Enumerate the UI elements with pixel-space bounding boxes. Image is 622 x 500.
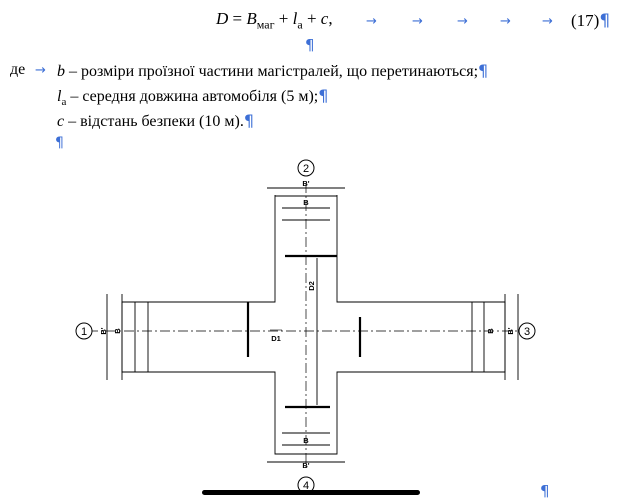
dim-b-prime: B' bbox=[506, 327, 515, 334]
dim-b-prime: B' bbox=[302, 461, 309, 470]
formula-comma: , bbox=[328, 9, 333, 28]
home-indicator[interactable] bbox=[202, 490, 420, 495]
pilcrow-mark: ¶ bbox=[599, 11, 611, 31]
arm-number: 4 bbox=[303, 480, 309, 490]
arm-number: 2 bbox=[303, 163, 309, 175]
formula: D = Bмаг + lа + c, bbox=[216, 9, 333, 32]
formula-b-sub: маг bbox=[256, 17, 275, 32]
definition-text: – середня довжина автомобіля (5 м); bbox=[66, 88, 319, 105]
dim-d2: D2 bbox=[307, 281, 316, 291]
arm-number: 3 bbox=[524, 326, 530, 338]
arm-number: 1 bbox=[81, 326, 87, 338]
tab-arrow: → bbox=[542, 14, 553, 29]
tab-arrow: → bbox=[35, 63, 46, 78]
pilcrow-mark: ¶ bbox=[55, 135, 64, 151]
formula-plus: + bbox=[302, 9, 321, 28]
dim-b-prime: B' bbox=[99, 327, 108, 334]
pilcrow-mark: ¶ bbox=[243, 111, 255, 130]
formula-plus: + bbox=[274, 9, 293, 28]
dim-b-prime: B' bbox=[302, 179, 309, 188]
intersection-outline bbox=[121, 195, 506, 455]
definition-item: b – розміри проїзної частини магістралей… bbox=[57, 61, 488, 81]
arm-number-circle bbox=[75, 322, 93, 340]
dim-d1: D1 bbox=[271, 334, 281, 343]
formula-c: c bbox=[320, 9, 329, 28]
dim-b: B bbox=[303, 198, 309, 207]
intersection-drawing: 1 2 3 4 B' B B B' B' B B B' D1 D2 bbox=[75, 159, 536, 490]
equation-number: (17)¶ bbox=[571, 11, 611, 31]
dim-b: B bbox=[303, 436, 309, 445]
definition-symbol: b bbox=[57, 63, 65, 80]
definition-line-1: де bbox=[10, 61, 25, 79]
arm-number-circle bbox=[297, 476, 315, 490]
definition-symbol: c bbox=[57, 113, 65, 130]
tab-arrow: → bbox=[412, 14, 423, 29]
formula-equals: = bbox=[228, 9, 247, 28]
arm-number-circle bbox=[518, 322, 536, 340]
pilcrow-mark: ¶ bbox=[478, 61, 489, 80]
definition-text: – розміри проїзної частини магістралей, … bbox=[65, 63, 479, 80]
pilcrow-mark: ¶ bbox=[318, 86, 329, 105]
formula-l-sub: а bbox=[297, 17, 303, 32]
pilcrow-mark: ¶ bbox=[540, 482, 550, 500]
definition-symbol: l bbox=[57, 88, 62, 105]
definition-item: c – відстань безпеки (10 м).¶ bbox=[57, 111, 254, 131]
arm-number-circle bbox=[297, 159, 315, 177]
tab-arrow: → bbox=[366, 14, 377, 29]
dim-b: B bbox=[486, 328, 495, 334]
definition-text: – відстань безпеки (10 м). bbox=[64, 113, 244, 130]
formula-l: l bbox=[292, 9, 298, 28]
formula-d: D bbox=[216, 9, 229, 28]
definition-sub: а bbox=[61, 96, 67, 109]
formula-b: B bbox=[246, 9, 257, 28]
tab-arrow: → bbox=[500, 14, 511, 29]
pilcrow-mark: ¶ bbox=[305, 36, 315, 54]
definition-item: lа – середня довжина автомобіля (5 м);¶ bbox=[57, 86, 328, 108]
definition-lead: де bbox=[10, 61, 26, 78]
tab-arrow: → bbox=[457, 14, 468, 29]
dim-b: B bbox=[113, 328, 122, 334]
